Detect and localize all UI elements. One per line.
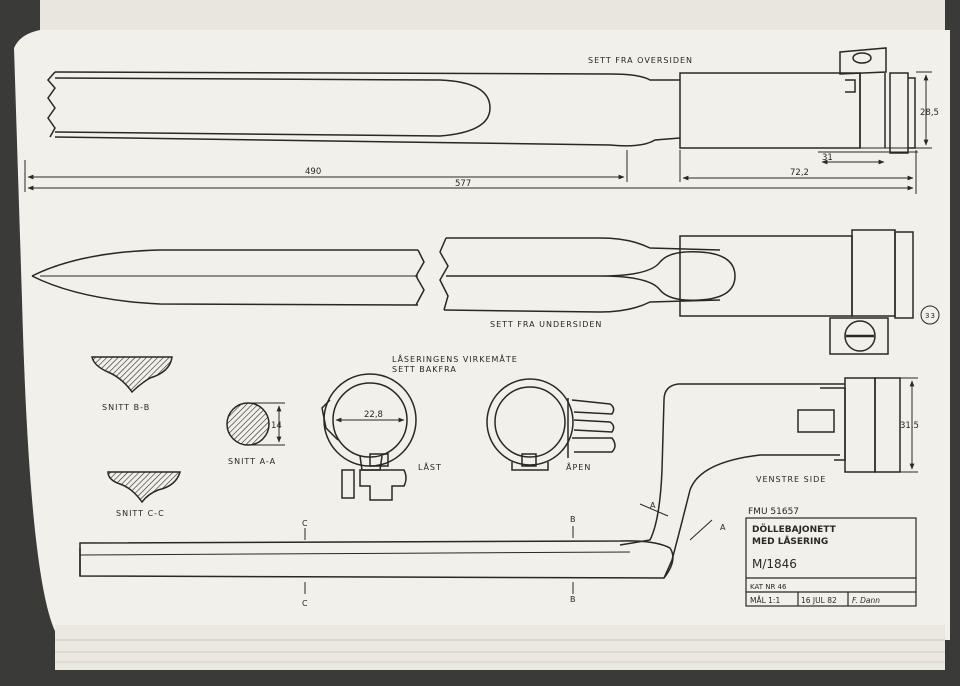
dim-ring-width: 31: [822, 153, 833, 163]
marker-c-top: C: [302, 519, 309, 528]
top-dimensions: [24, 71, 932, 194]
mechanism-title-1: LÅSERINGENS VIRKEMÅTE: [392, 353, 518, 364]
caption-top-view: SETT FRA OVERSIDEN: [588, 56, 693, 65]
dim-socket-length: 72,2: [790, 168, 809, 178]
title-line-2: MED LÅSERING: [752, 536, 828, 547]
label-locked: LÅST: [418, 461, 442, 472]
title-date: 16 JUL 82: [801, 596, 837, 605]
caption-left-view: VENSTRE SIDE: [756, 475, 826, 484]
mechanism-title-2: SETT BAKFRA: [392, 365, 457, 374]
title-reference: FMU 51657: [748, 507, 799, 517]
dim-section-a-diameter: 14: [271, 421, 282, 431]
section-bb-shape: [91, 356, 173, 394]
title-model: M/1846: [752, 557, 797, 571]
title-scale: MÅL 1:1: [750, 596, 780, 605]
bottom-view: [31, 229, 940, 355]
marker-c-bottom: C: [302, 599, 309, 608]
label-section-cc: SNITT C-C: [116, 509, 165, 518]
dim-overall-length: 577: [455, 179, 471, 189]
label-section-aa: SNITT A-A: [228, 457, 276, 466]
page-number: 33: [925, 312, 936, 320]
left-side-view: [79, 377, 918, 579]
marker-a-1: A: [650, 501, 656, 510]
paper-sheet: [14, 30, 950, 640]
title-drawn-by: F. Dann: [852, 596, 880, 605]
top-view: [47, 47, 918, 154]
title-block: [745, 517, 917, 607]
page-above: [40, 0, 945, 30]
title-catalog: KAT NR 46: [750, 583, 787, 591]
linework: [24, 47, 940, 607]
title-line-1: DÖLLEBAJONETT: [752, 524, 837, 535]
section-cc-shape: [107, 471, 181, 504]
dim-ring-inner-diameter: 22,8: [364, 410, 383, 420]
marker-b-bottom: B: [570, 595, 577, 604]
dim-blade-length: 490: [305, 167, 321, 177]
dim-socket-side-height: 31,5: [900, 421, 919, 431]
section-markers: [304, 526, 574, 594]
section-aa-shape: [226, 402, 270, 446]
label-open: ÅPEN: [566, 461, 591, 472]
marker-a-2: A: [720, 523, 726, 532]
marker-b-top: B: [570, 515, 577, 524]
section-aa-dimension: [252, 402, 285, 446]
dim-socket-height: 28,5: [920, 108, 939, 118]
locking-ring-open: [486, 378, 616, 471]
label-section-bb: SNITT B-B: [102, 403, 150, 412]
page-edges: [55, 625, 945, 670]
locking-ring-locked: [321, 373, 417, 501]
caption-bottom-view: SETT FRA UNDERSIDEN: [490, 320, 602, 329]
